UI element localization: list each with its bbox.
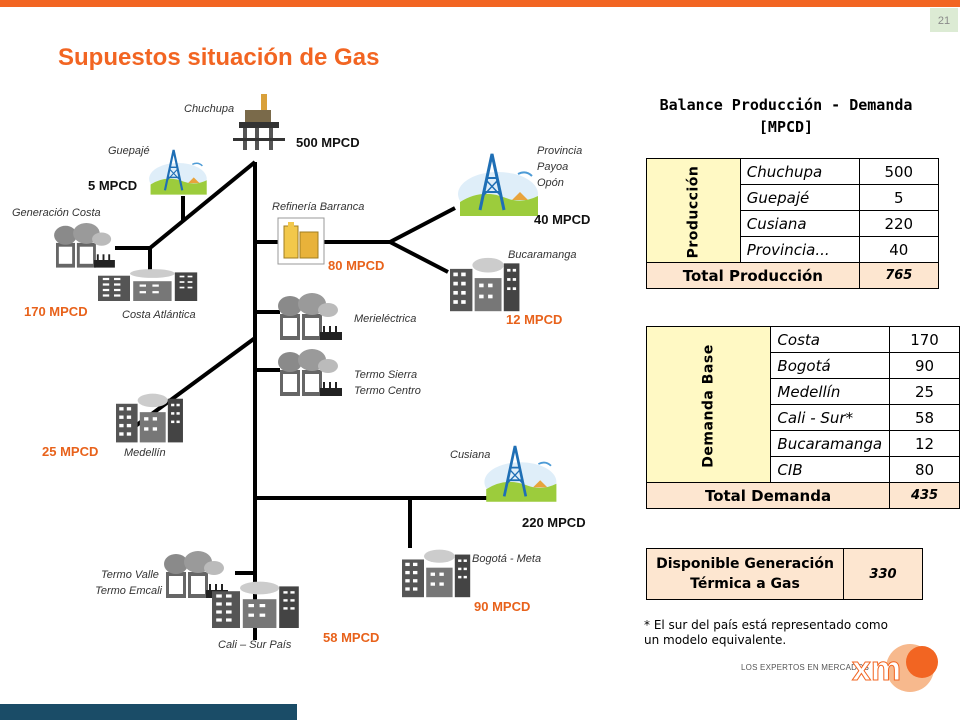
power-plant-icon-generacion-costa: [54, 222, 115, 268]
demanda-name: Cali - Sur*: [770, 404, 891, 431]
xm-logo-icon: xm: [852, 644, 938, 692]
produccion-name: Guepajé: [739, 184, 860, 211]
label-medellin: Medellín: [124, 447, 166, 459]
label-cali: Cali – Sur País: [218, 639, 292, 651]
label-generacion-costa: Generación Costa: [12, 207, 101, 219]
demanda-value: 90: [889, 352, 960, 379]
produccion-value: 40: [858, 236, 939, 263]
produccion-name: Chuchupa: [739, 158, 860, 185]
pipe-bogota: [255, 496, 412, 548]
produccion-name: Provincia...: [739, 236, 860, 263]
power-plant-icon-merilectrica: [278, 293, 342, 340]
top-accent-bar: [0, 0, 960, 7]
gas-well-icon-guepaje: [148, 148, 208, 196]
power-plant-icon-termo-sierra: [278, 349, 342, 396]
disponible-value: 330: [843, 548, 923, 600]
value-cusiana: 220 MPCD: [522, 515, 586, 530]
label-refineria: Refinería Barranca: [272, 201, 364, 213]
total-produccion-label: Total Producción: [646, 262, 860, 289]
value-guepaje: 5 MPCD: [88, 178, 137, 193]
value-refineria: 80 MPCD: [328, 258, 384, 273]
label-guepaje: Guepajé: [108, 145, 150, 157]
page-title: Supuestos situación de Gas: [58, 44, 380, 71]
bottom-accent-bar: [0, 704, 297, 720]
pipe-generacion-costa: [115, 246, 152, 272]
produccion-value: 500: [858, 158, 939, 185]
offshore-platform-icon: [233, 94, 285, 150]
label-chuchupa: Chuchupa: [184, 103, 234, 115]
city-icon-bogota: [402, 549, 471, 598]
demanda-name: Costa: [770, 326, 891, 353]
value-bogota: 90 MPCD: [474, 599, 530, 614]
logo-tagline: LOS EXPERTOS EN MERCADOS: [741, 663, 870, 672]
city-icon-bucaramanga: [450, 257, 520, 312]
value-costa: 170 MPCD: [24, 304, 88, 319]
footnote: * El sur del país está representado como…: [644, 618, 888, 647]
demanda-value: 170: [889, 326, 960, 353]
demanda-name: Bogotá: [770, 352, 891, 379]
demanda-name: Bucaramanga: [770, 430, 891, 457]
label-cusiana: Cusiana: [450, 449, 490, 461]
produccion-side-label: Producción: [646, 158, 741, 263]
value-cali: 58 MPCD: [323, 630, 379, 645]
page-number: 21: [930, 8, 958, 32]
label-termo-valle: Termo Valle Termo Emcali: [95, 569, 162, 597]
label-bogota: Bogotá - Meta: [472, 553, 541, 565]
label-costa-atlantica: Costa Atlántica: [122, 309, 196, 321]
demanda-table: Demanda Base Costa 170 Bogotá 90 Medellí…: [645, 326, 960, 509]
gas-well-icon-cusiana: [483, 444, 558, 504]
pipe-costa-branch: [148, 160, 257, 250]
value-medellin: 25 MPCD: [42, 444, 98, 459]
city-icon-cali: [212, 581, 299, 628]
demanda-value: 58: [889, 404, 960, 431]
produccion-name: Cusiana: [739, 210, 860, 237]
disponible-table: Disponible Generación Térmica a Gas 330: [646, 548, 923, 600]
label-termo-sierra: Termo Sierra Termo Centro: [354, 369, 421, 397]
total-demanda-label: Total Demanda: [645, 482, 891, 509]
city-icon-medellin: [116, 393, 183, 443]
label-provincia: Provincia Payoa Opón: [537, 145, 585, 189]
svg-text:xm: xm: [852, 650, 901, 688]
label-merilectrica: Merieléctrica: [354, 313, 416, 325]
demanda-value: 12: [889, 430, 960, 457]
demanda-side-label: Demanda Base: [645, 326, 772, 483]
value-bucaramanga: 12 MPCD: [506, 312, 562, 327]
total-produccion-value: 765: [858, 262, 939, 289]
gas-network-diagram: Chuchupa 500 MPCD Guepajé 5 MPCD Generac…: [12, 94, 590, 651]
produccion-value: 5: [858, 184, 939, 211]
power-plant-icon-termo-valle: [164, 551, 228, 598]
value-chuchupa: 500 MPCD: [296, 135, 360, 150]
produccion-table: Producción Chuchupa 500 Guepajé 5 Cusian…: [646, 158, 939, 289]
pipe-provincia-bucaramanga: [389, 206, 456, 274]
city-icon-costa-atlantica: [98, 269, 198, 301]
demanda-value: 25: [889, 378, 960, 405]
value-provincia: 40 MPCD: [534, 212, 590, 227]
balance-title: Balance Producción - Demanda [MPCD]: [659, 96, 913, 136]
demanda-name: CIB: [770, 456, 891, 483]
label-bucaramanga: Bucaramanga: [508, 249, 577, 261]
produccion-value: 220: [858, 210, 939, 237]
refinery-icon: [277, 217, 325, 265]
total-demanda-value: 435: [889, 482, 960, 509]
disponible-label: Disponible Generación Térmica a Gas: [646, 548, 844, 600]
demanda-value: 80: [889, 456, 960, 483]
gas-well-icon-provincia: [456, 152, 540, 218]
demanda-name: Medellín: [770, 378, 891, 405]
